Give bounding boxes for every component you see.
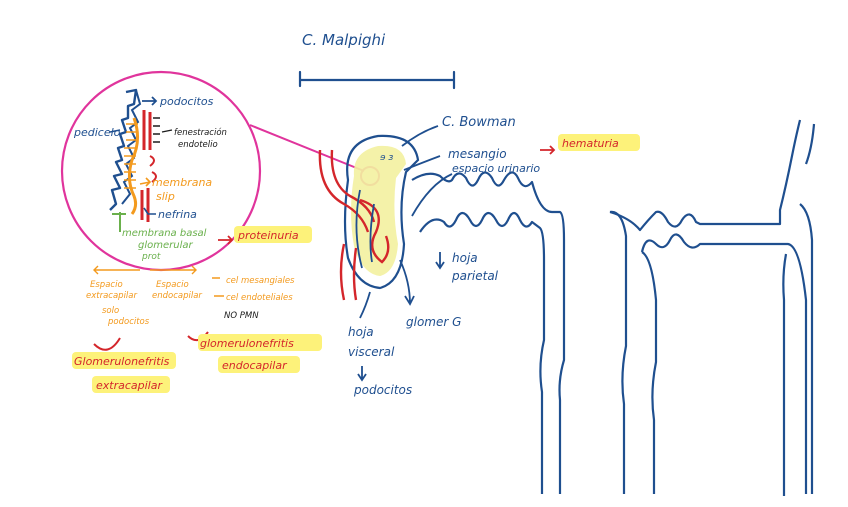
malpighi-bracket: [298, 70, 456, 90]
label-solo: solo: [102, 306, 119, 316]
arrow-extracapilar-span: [93, 265, 140, 275]
arrow-hoja-parietal: [435, 252, 445, 270]
arrow-fenestracion: [161, 129, 173, 133]
label-nefrina: nefrina: [158, 208, 197, 221]
label-fenestracion-1: fenestración: [174, 127, 227, 138]
label-gn-endo-2: endocapilar: [222, 359, 288, 372]
label-slip: slip: [156, 190, 175, 203]
arrow-espacio-urinario: [411, 173, 453, 217]
label-hematuria: hematuria: [562, 137, 619, 150]
tubule-proximal-lower: [419, 211, 546, 494]
arrow-nefrina: [143, 207, 156, 215]
label-hoja-parietal-2: parietal: [451, 269, 499, 283]
label-gn-extra-1: Glomerulonefritis: [74, 355, 170, 368]
label-endocapilar-1: Espacio: [156, 280, 189, 290]
label-membrana-basal: membrana basal: [122, 228, 207, 239]
basement-membrane-ticks: [124, 123, 138, 189]
bowman-capsule-outline: [343, 134, 420, 290]
label-proteinuria: proteinuria: [237, 229, 299, 242]
fenestration-ticks: [153, 117, 160, 143]
highlight-proteinuria: [234, 226, 312, 243]
label-glomerulo: glomer G: [406, 315, 461, 329]
label-extracapilar-1: Espacio: [90, 280, 123, 290]
label-endocapilar-2: endocapilar: [152, 291, 202, 301]
label-glomerular: glomerular: [138, 240, 193, 251]
green-bracket: [112, 212, 126, 232]
highlight-gn-endo-1: [198, 334, 322, 351]
label-membrana: membrana: [152, 176, 212, 189]
collecting-duct-branch: [799, 123, 816, 494]
efferent-arteriole: [330, 149, 376, 223]
loop-henle-left: [609, 210, 628, 494]
label-extracapilar-2: extracapilar: [86, 291, 138, 301]
tubule-distal-lower: [640, 233, 808, 494]
inset-connector-line: [249, 124, 365, 172]
label-cel-endoteliales: cel endoteliales: [226, 293, 293, 303]
visceral-layer: [355, 189, 375, 269]
arrow-bowman: [401, 125, 439, 147]
arrow-podocitos: [142, 96, 158, 106]
label-podocitos-inset: podocitos: [159, 95, 214, 108]
capsule-fill: [351, 145, 406, 276]
glomerulus-drawing: ɘ ɜ: [318, 134, 420, 306]
podocyte-feet-drawing: [109, 88, 138, 211]
label-hoja-parietal-1: hoja: [452, 251, 478, 265]
label-prot: prot: [141, 252, 161, 262]
podocyte-body-drawing: [121, 89, 142, 205]
tubule-distal-upper: [609, 119, 802, 232]
arrow-proteinuria: [218, 235, 234, 245]
label-cel-mesangiales: cel mesangiales: [226, 276, 295, 286]
label-hoja-visceral-2: visceral: [348, 345, 395, 359]
endothelium-drawing: [140, 110, 152, 222]
arrow-podocitos-main: [357, 366, 367, 382]
highlight-gn-extra-1: [72, 352, 176, 369]
tubule-proximal-upper: [411, 171, 566, 494]
highlight-gn-endo-2: [218, 356, 300, 373]
label-fenestracion-2: endotelio: [178, 140, 218, 150]
capsule-squiggle: ɘ ɜ: [380, 153, 393, 163]
label-podocitos-main: podocitos: [353, 383, 412, 397]
arrow-membrana-slip: [139, 177, 152, 187]
title-malpighi: C. Malpighi: [302, 31, 386, 49]
arrow-cel-mesangiales: [212, 277, 224, 297]
label-gn-endo-1: glomerulonefritis: [200, 337, 294, 350]
check-extracapilar: [93, 337, 121, 351]
label-espacio-urinario: espacio urinario: [452, 162, 540, 175]
space-notes: Espacio extracapilar solo podocitos Espa…: [86, 265, 295, 327]
vessel-out: [339, 243, 358, 301]
arrow-mesangio: [403, 155, 441, 171]
label-mesangio: mesangio: [448, 147, 507, 161]
highlight-gn-extra-2: [92, 376, 170, 393]
endothelium-fragments: [149, 155, 157, 183]
afferent-arteriole: [318, 149, 370, 233]
gn-terms: Glomerulonefritis extracapilar glomerulo…: [72, 331, 322, 393]
highlight-hematuria: [558, 134, 640, 151]
loop-henle-right: [641, 251, 658, 494]
label-hoja-visceral-1: hoja: [348, 325, 374, 339]
collecting-duct-left: [782, 253, 788, 496]
arrow-hematuria: [540, 145, 556, 155]
arrow-pedicelo: [109, 129, 121, 133]
arrow-hoja-visceral: [359, 291, 371, 319]
label-pedicelo: pedicelo: [73, 126, 121, 139]
capillary-loop: [359, 198, 390, 264]
tubule-drawing: [411, 119, 816, 496]
label-bowman: C. Bowman: [442, 115, 516, 130]
label-no-pmn: NO PMN: [224, 311, 259, 321]
inset-zoom: podocitos pedicelo fenestración endoteli…: [60, 70, 380, 272]
arrow-endocapilar-span: [150, 265, 197, 275]
label-solo-podocitos: podocitos: [107, 317, 150, 327]
glomerulo-arrow: [399, 259, 415, 306]
label-gn-extra-2: extracapilar: [96, 379, 163, 392]
